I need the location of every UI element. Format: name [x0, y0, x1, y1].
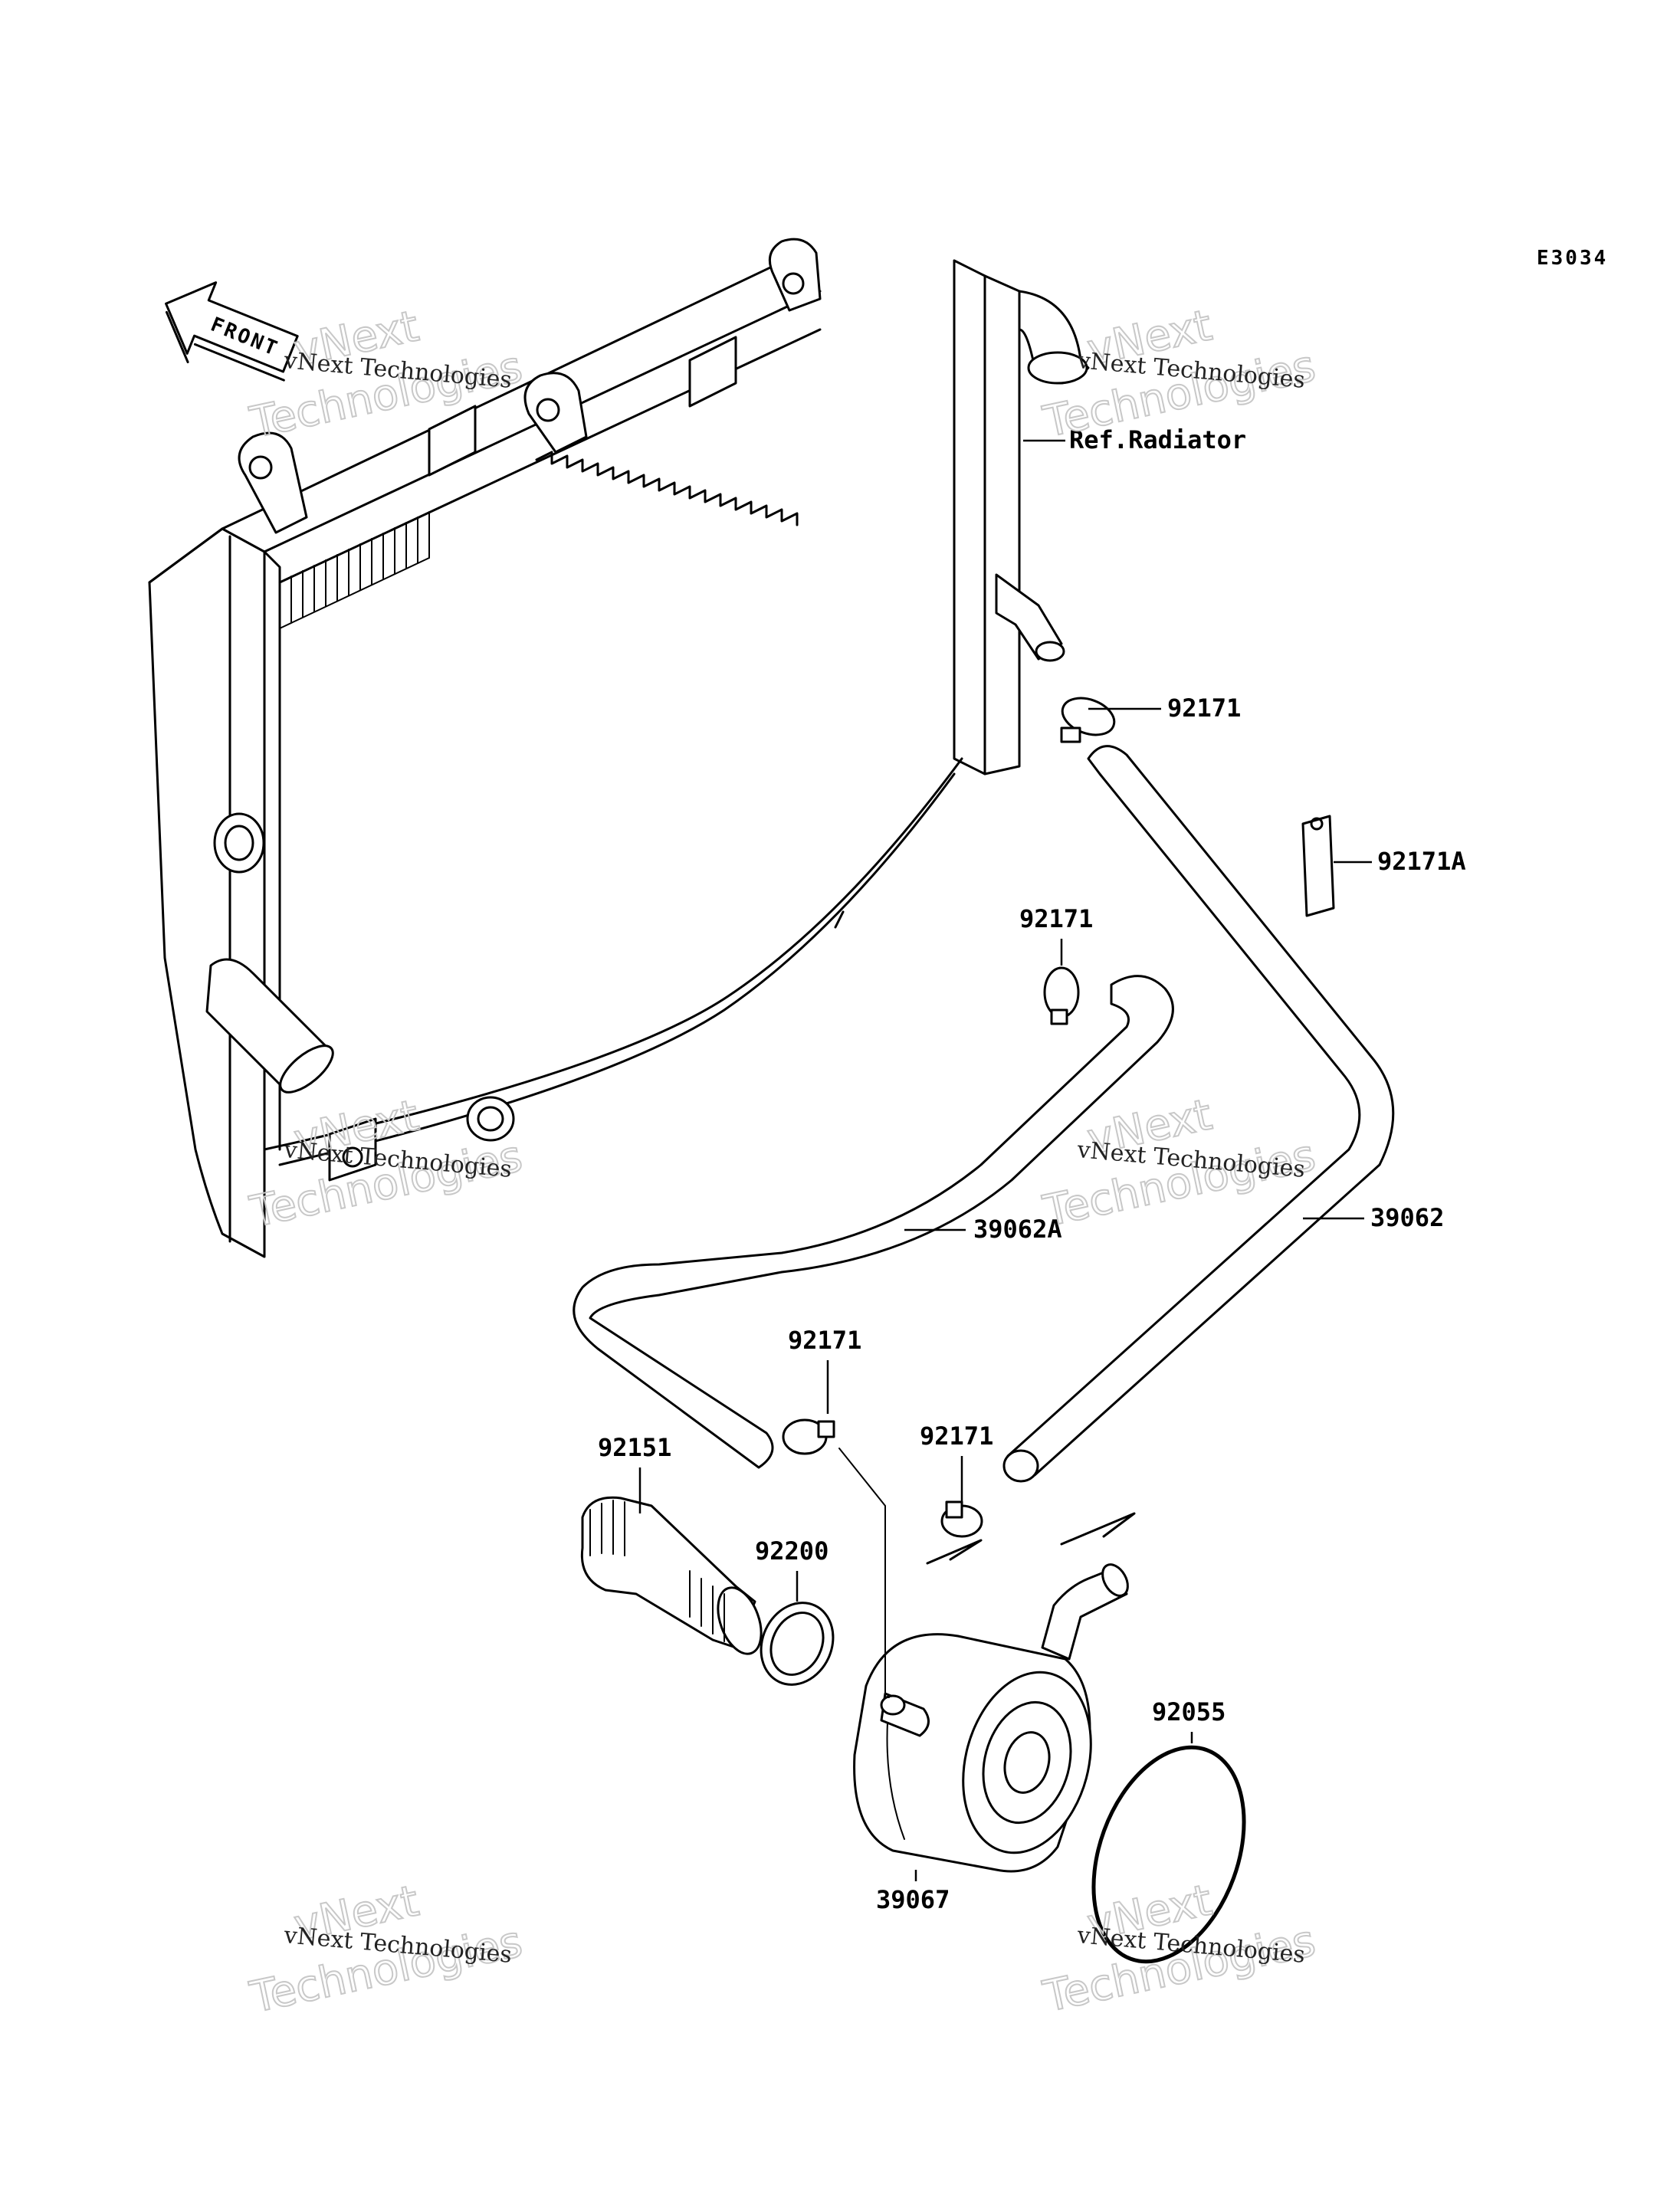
label-92171-a: 92171 [1167, 694, 1241, 723]
label-92151: 92151 [598, 1433, 671, 1462]
front-arrow-icon: FRONT [165, 281, 299, 382]
washer-92200 [760, 1602, 835, 1686]
clip-92171a [1301, 815, 1335, 917]
label-92171-b: 92171 [1019, 904, 1093, 933]
hose-39062 [1002, 745, 1395, 1483]
oil-cooler-39067 [853, 1563, 1129, 1873]
radiator-fins [279, 511, 430, 629]
label-39062a: 39062A [973, 1215, 1062, 1244]
clamp-92171-a [1060, 697, 1116, 743]
label-39062: 39062 [1370, 1203, 1444, 1232]
label-92055: 92055 [1152, 1697, 1226, 1726]
label-92200: 92200 [755, 1536, 829, 1566]
clamp-92171-c [782, 1418, 835, 1455]
flow-arrow-1 [1060, 1512, 1136, 1546]
flow-arrow-2 [926, 1539, 983, 1565]
leader-lines [638, 707, 1372, 1881]
label-92171a: 92171A [1377, 847, 1466, 876]
ref-radiator-label: Ref.Radiator [1069, 425, 1246, 454]
o-ring-92055 [1091, 1745, 1246, 1964]
radiator-drawing [148, 238, 1090, 1258]
diagram-code: E3034 [1537, 247, 1608, 270]
clamp-92171-d [940, 1500, 983, 1538]
label-39067: 39067 [876, 1885, 950, 1914]
hose-39062a [573, 975, 1174, 1469]
clamp-92171-b [1043, 966, 1080, 1025]
label-92171-d: 92171 [920, 1421, 993, 1451]
label-92171-c: 92171 [788, 1326, 861, 1355]
fitting-92151 [580, 1496, 763, 1655]
